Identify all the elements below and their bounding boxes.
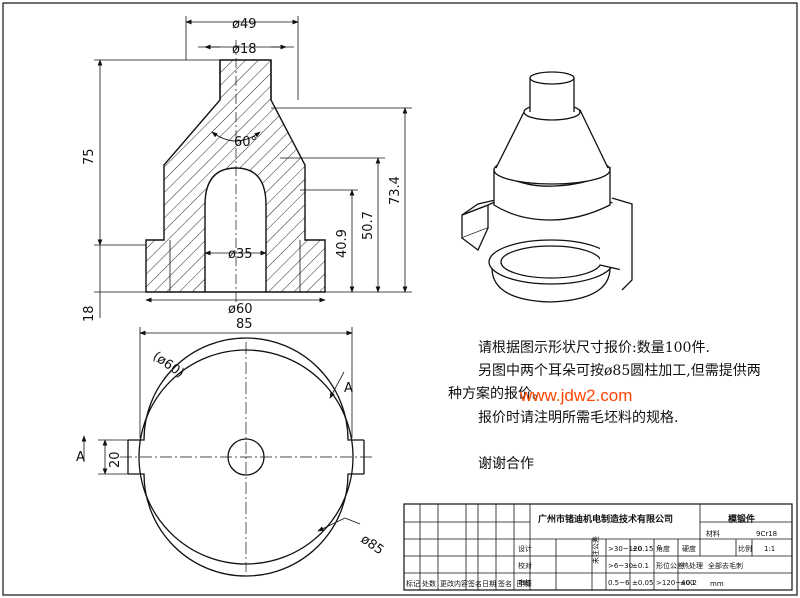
tol-row-2-range: >6~30: [608, 562, 633, 570]
part-name: 模锻件: [728, 513, 755, 525]
tol-row-1-ang: 角度: [656, 544, 670, 553]
tol-row-3-tol: ±0.05: [632, 579, 653, 587]
ear-lower-contour: [128, 473, 364, 577]
section-dimensions: [94, 16, 412, 318]
dim-w85: 85: [236, 317, 253, 332]
tol-row-2-tol: ±0.1: [632, 562, 649, 570]
check-label: 校对: [518, 561, 532, 570]
footer-5: 日期: [482, 580, 496, 588]
unit-value: mm: [710, 580, 724, 588]
footer-7: 日期: [516, 580, 530, 588]
dim-h50-7: 50.7: [361, 211, 376, 240]
scale-label: 比例: [738, 544, 752, 553]
section-label-right: A: [344, 381, 353, 396]
tol-row-3-range: 0.5~6: [608, 579, 630, 587]
ear-upper-contour: [128, 337, 364, 441]
title-block: [403, 503, 793, 591]
top-view: [120, 337, 372, 577]
title-block-text: 广州市锗迪机电制造技术有限公司 模锻件 材料 9Cr18 比例 1:1 硬度 热…: [406, 513, 777, 588]
note-line-3: 种方案的报价。: [448, 386, 546, 402]
material-value: 9Cr18: [756, 530, 777, 538]
tol-row-2-ang: 形位公差: [656, 561, 684, 570]
note-line-1: 请根据图示形状尺寸报价:数量100件.: [478, 340, 710, 356]
section-label-left: A: [76, 450, 85, 465]
tol-row-3-ang: >120~400: [656, 579, 694, 587]
section-view: [145, 40, 326, 305]
dim-h40-9: 40.9: [335, 229, 350, 258]
scale-value: 1:1: [764, 545, 775, 553]
tol-row-1-range: >30~120: [608, 545, 642, 553]
surface-label: 热处理: [682, 561, 703, 570]
note-line-2: 另图中两个耳朵可按ø85圆柱加工,但需提供两: [478, 363, 761, 379]
isometric-view: [461, 71, 633, 303]
footer-4: 签名: [468, 579, 482, 588]
footer-6: 签名: [498, 579, 512, 588]
top-view-dimensions: [81, 327, 361, 532]
dim-w20: 20: [108, 451, 123, 468]
dim-d60p: (ø60): [150, 349, 187, 381]
tol-row-1-tol: ±0.15: [632, 545, 653, 553]
dim-h18: 18: [82, 305, 97, 322]
surface-value: 全部去毛刺: [708, 561, 743, 570]
note-line-5: 谢谢合作: [478, 456, 534, 472]
watermark-text: www.jdw2.com: [520, 386, 633, 405]
company-name: 广州市锗迪机电制造技术有限公司: [538, 513, 673, 525]
dim-h75: 75: [82, 148, 97, 165]
note-line-4: 报价时请注明所需毛坯料的规格.: [478, 410, 679, 426]
dim-d35: ø35: [228, 247, 253, 262]
dim-d60: ø60: [228, 302, 253, 317]
material-label: 材料: [706, 529, 720, 538]
dim-d18: ø18: [232, 42, 257, 57]
approve-label: 审核: [518, 578, 532, 587]
tol-row-3-angtol: ±0.2: [680, 579, 697, 587]
dim-a60: 60°: [234, 135, 257, 150]
dim-d85: ø85: [358, 532, 387, 558]
footer-2: 处数: [422, 579, 436, 588]
dim-d49: ø49: [232, 17, 257, 32]
tolerance-side-label: 未注公差: [591, 536, 600, 564]
footer-3: 更改内容: [440, 579, 468, 588]
dim-h73-4: 73.4: [388, 176, 403, 205]
design-label: 设计: [518, 544, 532, 553]
footer-1: 标记: [406, 579, 420, 588]
hardness-label: 硬度: [682, 544, 696, 553]
